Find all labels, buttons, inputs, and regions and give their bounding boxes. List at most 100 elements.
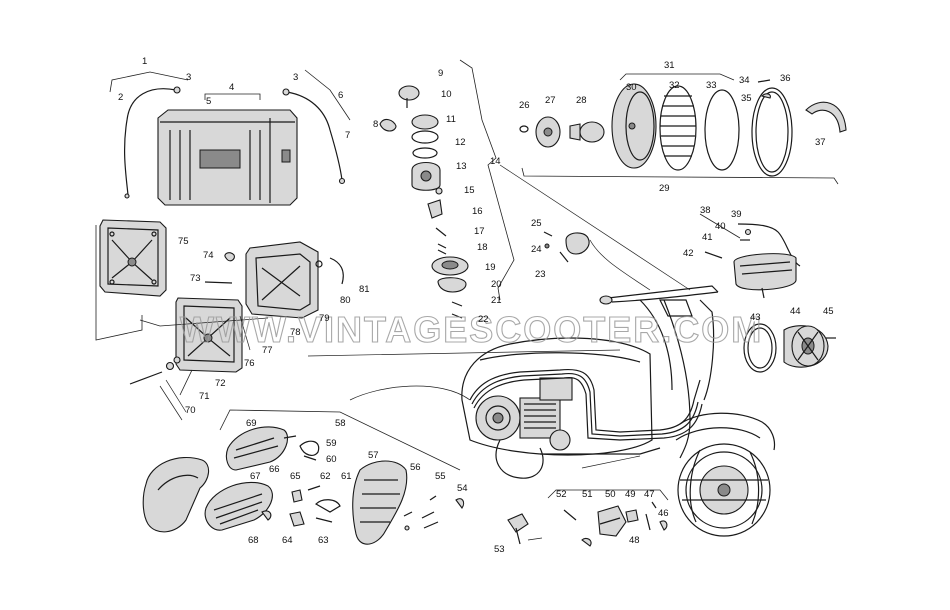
part-54 [455, 498, 465, 509]
callout-29: 29 [659, 183, 670, 194]
part-63 [315, 517, 333, 523]
cable-terminal-right [282, 88, 290, 96]
callout-36: 36 [780, 73, 791, 84]
callout-24: 24 [531, 244, 542, 255]
callout-14: 14 [490, 156, 501, 167]
callout-41: 41 [702, 232, 713, 243]
gasket-33 [704, 89, 740, 171]
callout-67: 67 [250, 471, 261, 482]
horn-ring-43 [743, 323, 777, 373]
callout-4: 4 [229, 82, 234, 93]
battery-cable-left [123, 88, 177, 196]
callout-37: 37 [815, 137, 826, 148]
ring-12 [412, 147, 438, 159]
callout-21: 21 [491, 295, 502, 306]
callout-16: 16 [472, 206, 483, 217]
callout-69: 69 [246, 418, 257, 429]
front-wheel [677, 443, 771, 537]
lamp-housing-top [99, 219, 167, 297]
callout-46: 46 [658, 508, 669, 519]
callout-81: 81 [359, 284, 370, 295]
part-25 [543, 231, 553, 237]
part-46 [659, 520, 668, 531]
visor-37 [805, 101, 847, 133]
callout-49: 49 [625, 489, 636, 500]
callout-26: 26 [519, 100, 530, 111]
floor-mat-57 [352, 460, 408, 545]
nut-72 [173, 356, 181, 364]
callout-42: 42 [683, 248, 694, 259]
callout-22: 22 [478, 314, 489, 325]
switch-stack [379, 59, 691, 319]
callout-68: 68 [248, 535, 259, 546]
screw-22 [451, 313, 463, 319]
callout-58: 58 [335, 418, 346, 429]
horn-44 [783, 325, 829, 368]
callout-55: 55 [435, 471, 446, 482]
callout-20: 20 [491, 279, 502, 290]
callout-2: 2 [118, 92, 123, 103]
cable-end-left [124, 193, 130, 199]
clip-59 [299, 440, 320, 456]
battery-cable-right [286, 91, 343, 181]
callout-65: 65 [290, 471, 301, 482]
callout-32: 32 [669, 80, 680, 91]
part-15 [435, 187, 443, 195]
callout-52: 52 [556, 489, 567, 500]
ring-26 [519, 125, 529, 133]
cover-69 [142, 456, 210, 533]
callout-12: 12 [455, 137, 466, 148]
part-53 [507, 513, 529, 545]
callout-17: 17 [474, 226, 485, 237]
part-8 [379, 118, 397, 132]
part-56 [403, 511, 413, 517]
callout-44: 44 [790, 306, 801, 317]
callout-66: 66 [269, 464, 280, 475]
callout-31: 31 [664, 60, 675, 71]
light-unit [733, 253, 797, 299]
springs-18 [437, 243, 447, 255]
callout-78: 78 [290, 327, 301, 338]
callout-25: 25 [531, 218, 542, 229]
lower-right-group [507, 455, 669, 547]
contact-plate-20 [437, 277, 467, 293]
part-48 [645, 513, 651, 531]
part-16 [427, 199, 443, 219]
cap-10 [411, 114, 439, 130]
regulator-23 [565, 232, 590, 255]
reflector-30 [611, 83, 657, 169]
part-47 [651, 501, 657, 509]
callout-80: 80 [340, 295, 351, 306]
callout-70: 70 [185, 405, 196, 416]
bulb-28 [569, 121, 605, 143]
part-51 [581, 537, 592, 547]
grille-67 [204, 481, 273, 531]
part-64 [289, 511, 305, 527]
callout-47: 47 [644, 489, 655, 500]
callout-27: 27 [545, 95, 556, 106]
callout-56: 56 [410, 462, 421, 473]
callout-50: 50 [605, 489, 616, 500]
clip-81 [329, 257, 344, 285]
callout-48: 48 [629, 535, 640, 546]
callout-64: 64 [282, 535, 293, 546]
callout-79: 79 [319, 313, 330, 324]
callout-5: 5 [206, 96, 211, 107]
washer-80 [315, 260, 323, 268]
scooter-body [461, 285, 776, 537]
tail-lens [245, 241, 319, 319]
callout-7: 7 [345, 130, 350, 141]
callout-54: 54 [457, 483, 468, 494]
clip-35 [760, 93, 771, 99]
callout-19: 19 [485, 262, 496, 273]
callout-30: 30 [626, 82, 637, 93]
callout-45: 45 [823, 306, 834, 317]
callout-76: 76 [244, 358, 255, 369]
switch-knob [398, 85, 420, 101]
callout-59: 59 [326, 438, 337, 449]
callout-1: 1 [142, 56, 147, 67]
screw-21 [451, 301, 463, 307]
callout-73: 73 [190, 273, 201, 284]
callout-75: 75 [178, 236, 189, 247]
